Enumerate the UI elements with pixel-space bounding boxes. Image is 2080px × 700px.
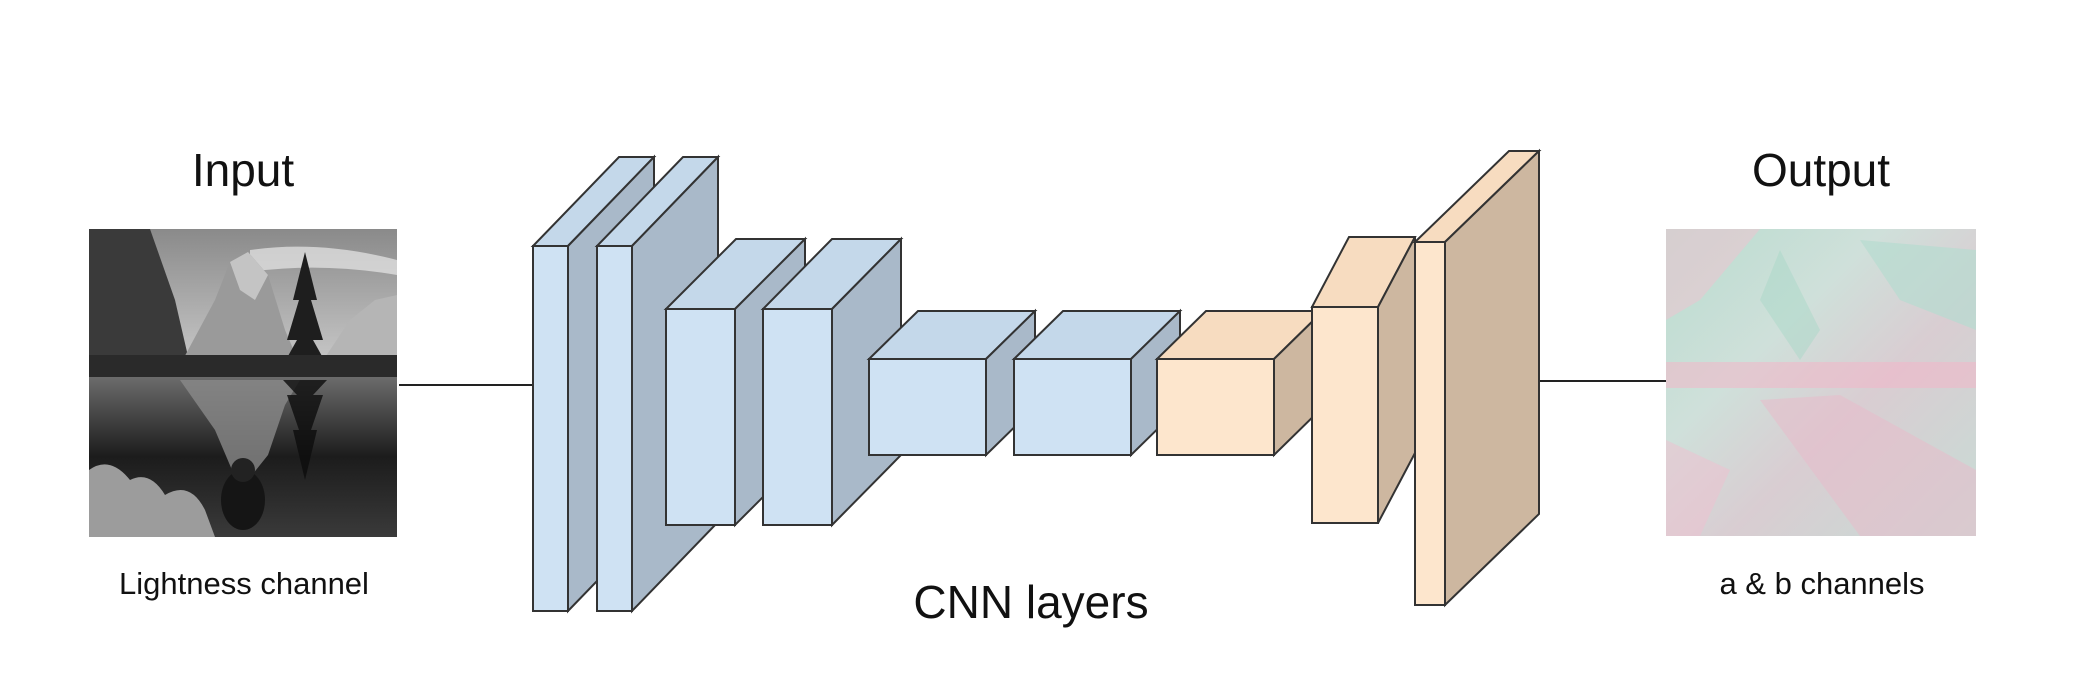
encoder-layer-5	[866, 308, 1038, 458]
output-image	[1666, 229, 1976, 536]
cnn-layers-caption: CNN layers	[913, 576, 1148, 628]
input-title: Input	[192, 144, 295, 196]
output-title: Output	[1752, 144, 1890, 196]
decoder-layer-3	[1412, 148, 1542, 608]
encoder-layer-6	[1011, 308, 1183, 458]
input-image	[89, 229, 397, 537]
decoder-layer-2	[1310, 236, 1417, 524]
output-caption: a & b channels	[1719, 566, 1924, 601]
input-caption: Lightness channel	[119, 566, 369, 601]
decoder-layer-1	[1154, 308, 1326, 458]
